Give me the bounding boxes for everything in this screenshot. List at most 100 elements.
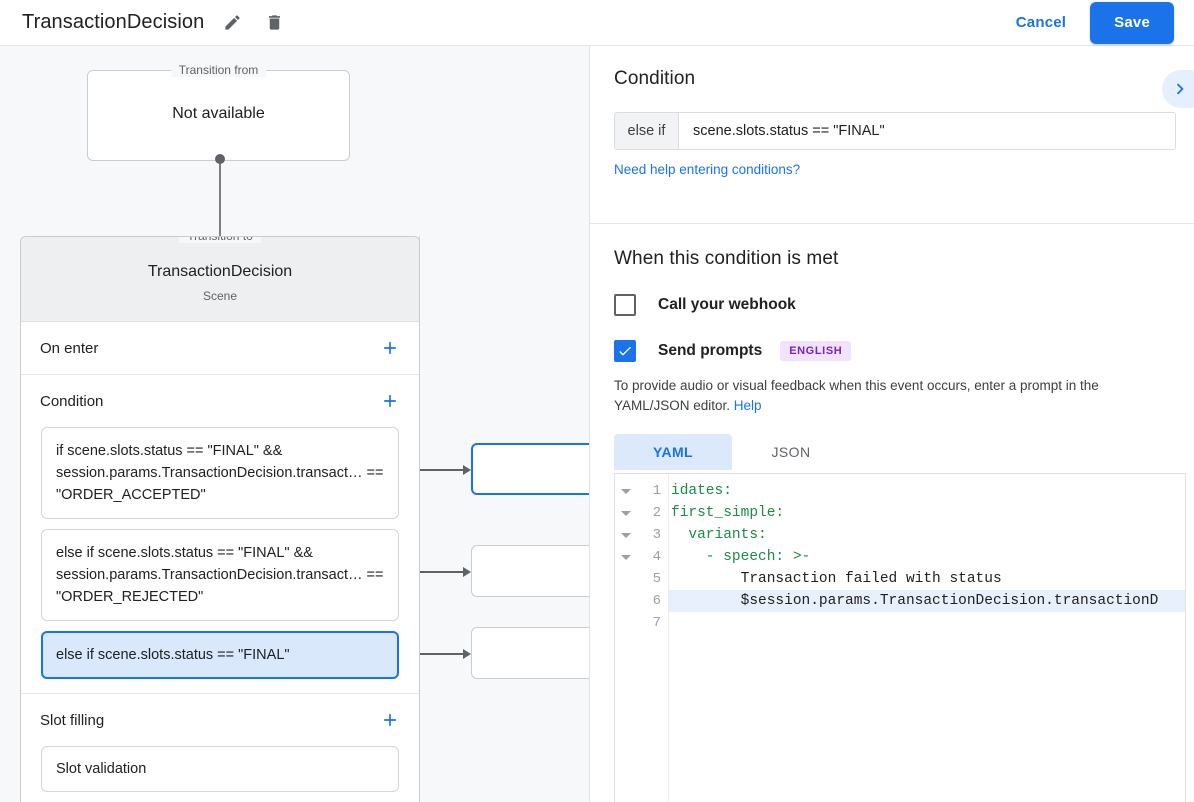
- webhook-checkbox[interactable]: [614, 294, 636, 316]
- code-line: Transaction failed with status: [669, 568, 1185, 590]
- code-line-text: variants:: [671, 527, 767, 543]
- prompts-help-link[interactable]: Help: [733, 398, 762, 413]
- condition-input-group: else if: [614, 112, 1176, 150]
- fold-cell: [615, 590, 637, 612]
- code-line-text: - speech: >-: [671, 549, 811, 565]
- panel-divider: [590, 223, 1194, 224]
- chevron-right-icon: [1169, 78, 1194, 100]
- prompts-hint-body: To provide audio or visual feedback when…: [614, 378, 1099, 413]
- transition-from-box: Transition from Not available: [87, 63, 350, 161]
- plus-icon: [380, 338, 400, 358]
- transition-to-header: Transition to TransactionDecision Scene: [21, 237, 419, 322]
- tab-yaml[interactable]: YAML: [614, 434, 732, 470]
- section-header: Condition: [21, 375, 419, 427]
- code-line: variants:: [669, 524, 1185, 546]
- pencil-icon: [223, 13, 242, 32]
- condition-list: if scene.slots.status == "FINAL" && sess…: [21, 427, 419, 693]
- edit-name-button[interactable]: [218, 9, 246, 37]
- code-line: first_simple:: [669, 502, 1185, 524]
- collapse-panel-button[interactable]: [1162, 70, 1194, 108]
- add-condition-button[interactable]: [377, 388, 403, 414]
- fold-triangle-icon[interactable]: [621, 554, 631, 560]
- condition-list-item-selected[interactable]: else if scene.slots.status == "FINAL": [41, 631, 399, 679]
- fold-cell: [615, 612, 637, 634]
- code-line-text: first_simple:: [671, 505, 785, 521]
- edge-arrowhead-icon: [463, 567, 471, 577]
- edge-line: [402, 653, 465, 655]
- code-line: idates:: [669, 480, 1185, 502]
- editor-line-numbers: 1 2 3 4 5 6 7: [637, 474, 669, 802]
- section-on-enter: On enter: [21, 322, 419, 375]
- top-bar: TransactionDecision Cancel Save: [0, 0, 1194, 46]
- save-button[interactable]: Save: [1090, 1, 1174, 44]
- section-label-condition: Condition: [40, 392, 104, 410]
- line-number: 1: [652, 483, 661, 499]
- prompts-hint-text: To provide audio or visual feedback when…: [614, 376, 1172, 416]
- delete-button[interactable]: [260, 9, 288, 37]
- condition-panel-heading: Condition: [614, 68, 696, 89]
- scene-card: Transition to TransactionDecision Scene …: [20, 236, 420, 802]
- editor-format-tabs: YAML JSON: [614, 434, 1172, 470]
- fold-cell[interactable]: [615, 502, 637, 524]
- plus-icon: [380, 391, 400, 411]
- webhook-checkbox-row[interactable]: Call your webhook: [614, 294, 1172, 316]
- transition-to-subtitle: Scene: [202, 289, 238, 303]
- edge-arrowhead-icon: [463, 465, 471, 475]
- checkmark-icon: [617, 343, 633, 359]
- condition-detail-panel: Condition else if Need help entering con…: [589, 46, 1194, 802]
- fold-triangle-icon[interactable]: [621, 532, 631, 538]
- line-number: 7: [652, 615, 661, 631]
- fold-cell[interactable]: [615, 524, 637, 546]
- condition-panel-top: Condition else if Need help entering con…: [590, 46, 1194, 223]
- send-prompts-checkbox-row[interactable]: Send prompts ENGLISH: [614, 340, 1172, 362]
- transition-to-title: TransactionDecision: [147, 263, 293, 280]
- condition-help-link[interactable]: Need help entering conditions?: [614, 162, 801, 177]
- line-number: 6: [652, 593, 661, 609]
- editor-code-area[interactable]: idates: first_simple: variants: - speech:…: [669, 474, 1185, 802]
- fold-triangle-icon[interactable]: [621, 488, 631, 494]
- webhook-label: Call your webhook: [658, 296, 796, 313]
- slot-validation-item[interactable]: Slot validation: [41, 746, 399, 792]
- section-header: Slot filling: [21, 694, 419, 746]
- code-line-text: Transaction failed with status: [671, 571, 1002, 587]
- fold-cell[interactable]: [615, 546, 637, 568]
- page-title: TransactionDecision: [22, 11, 205, 33]
- add-on-enter-button[interactable]: [377, 335, 403, 361]
- code-line-text: $session.params.TransactionDecision.tran…: [671, 593, 1159, 609]
- editor-fold-gutter: [615, 474, 637, 802]
- send-prompts-label: Send prompts: [658, 342, 763, 359]
- language-badge: ENGLISH: [780, 341, 852, 361]
- section-condition: Condition if scene.slots.status == "FINA…: [21, 375, 419, 694]
- line-number: 5: [652, 571, 661, 587]
- plus-icon: [380, 710, 400, 730]
- line-number: 4: [652, 549, 661, 565]
- code-editor[interactable]: 1 2 3 4 5 6 7 idates: first_simple: varia…: [614, 473, 1186, 802]
- section-header: On enter: [21, 322, 419, 374]
- edge-line: [402, 571, 465, 573]
- transition-to-legend: Transition to: [179, 237, 261, 243]
- when-condition-met-section: When this condition is met Call your web…: [590, 224, 1194, 802]
- line-number: 3: [652, 527, 661, 543]
- edge-line: [402, 469, 465, 471]
- fold-cell[interactable]: [615, 480, 637, 502]
- line-number: 2: [652, 505, 661, 521]
- condition-list-item[interactable]: else if scene.slots.status == "FINAL" &&…: [41, 529, 399, 621]
- fold-triangle-icon[interactable]: [621, 510, 631, 516]
- condition-expression-input[interactable]: [679, 113, 1175, 149]
- edge-arrowhead-icon: [463, 649, 471, 659]
- section-label-on-enter: On enter: [40, 339, 99, 357]
- code-line: $session.params.TransactionDecision.tran…: [669, 590, 1185, 612]
- condition-prefix-label: else if: [615, 113, 679, 149]
- cancel-button[interactable]: Cancel: [1006, 6, 1076, 39]
- fold-cell: [615, 568, 637, 590]
- transition-from-value: Not available: [172, 105, 265, 122]
- section-slot-filling: Slot filling Slot validation: [21, 694, 419, 802]
- add-slot-filling-button[interactable]: [377, 707, 403, 733]
- send-prompts-checkbox[interactable]: [614, 340, 636, 362]
- section-label-slot-filling: Slot filling: [40, 711, 105, 729]
- tab-json[interactable]: JSON: [732, 434, 850, 470]
- condition-list-item[interactable]: if scene.slots.status == "FINAL" && sess…: [41, 427, 399, 519]
- when-met-heading: When this condition is met: [614, 248, 839, 269]
- trash-icon: [265, 13, 284, 32]
